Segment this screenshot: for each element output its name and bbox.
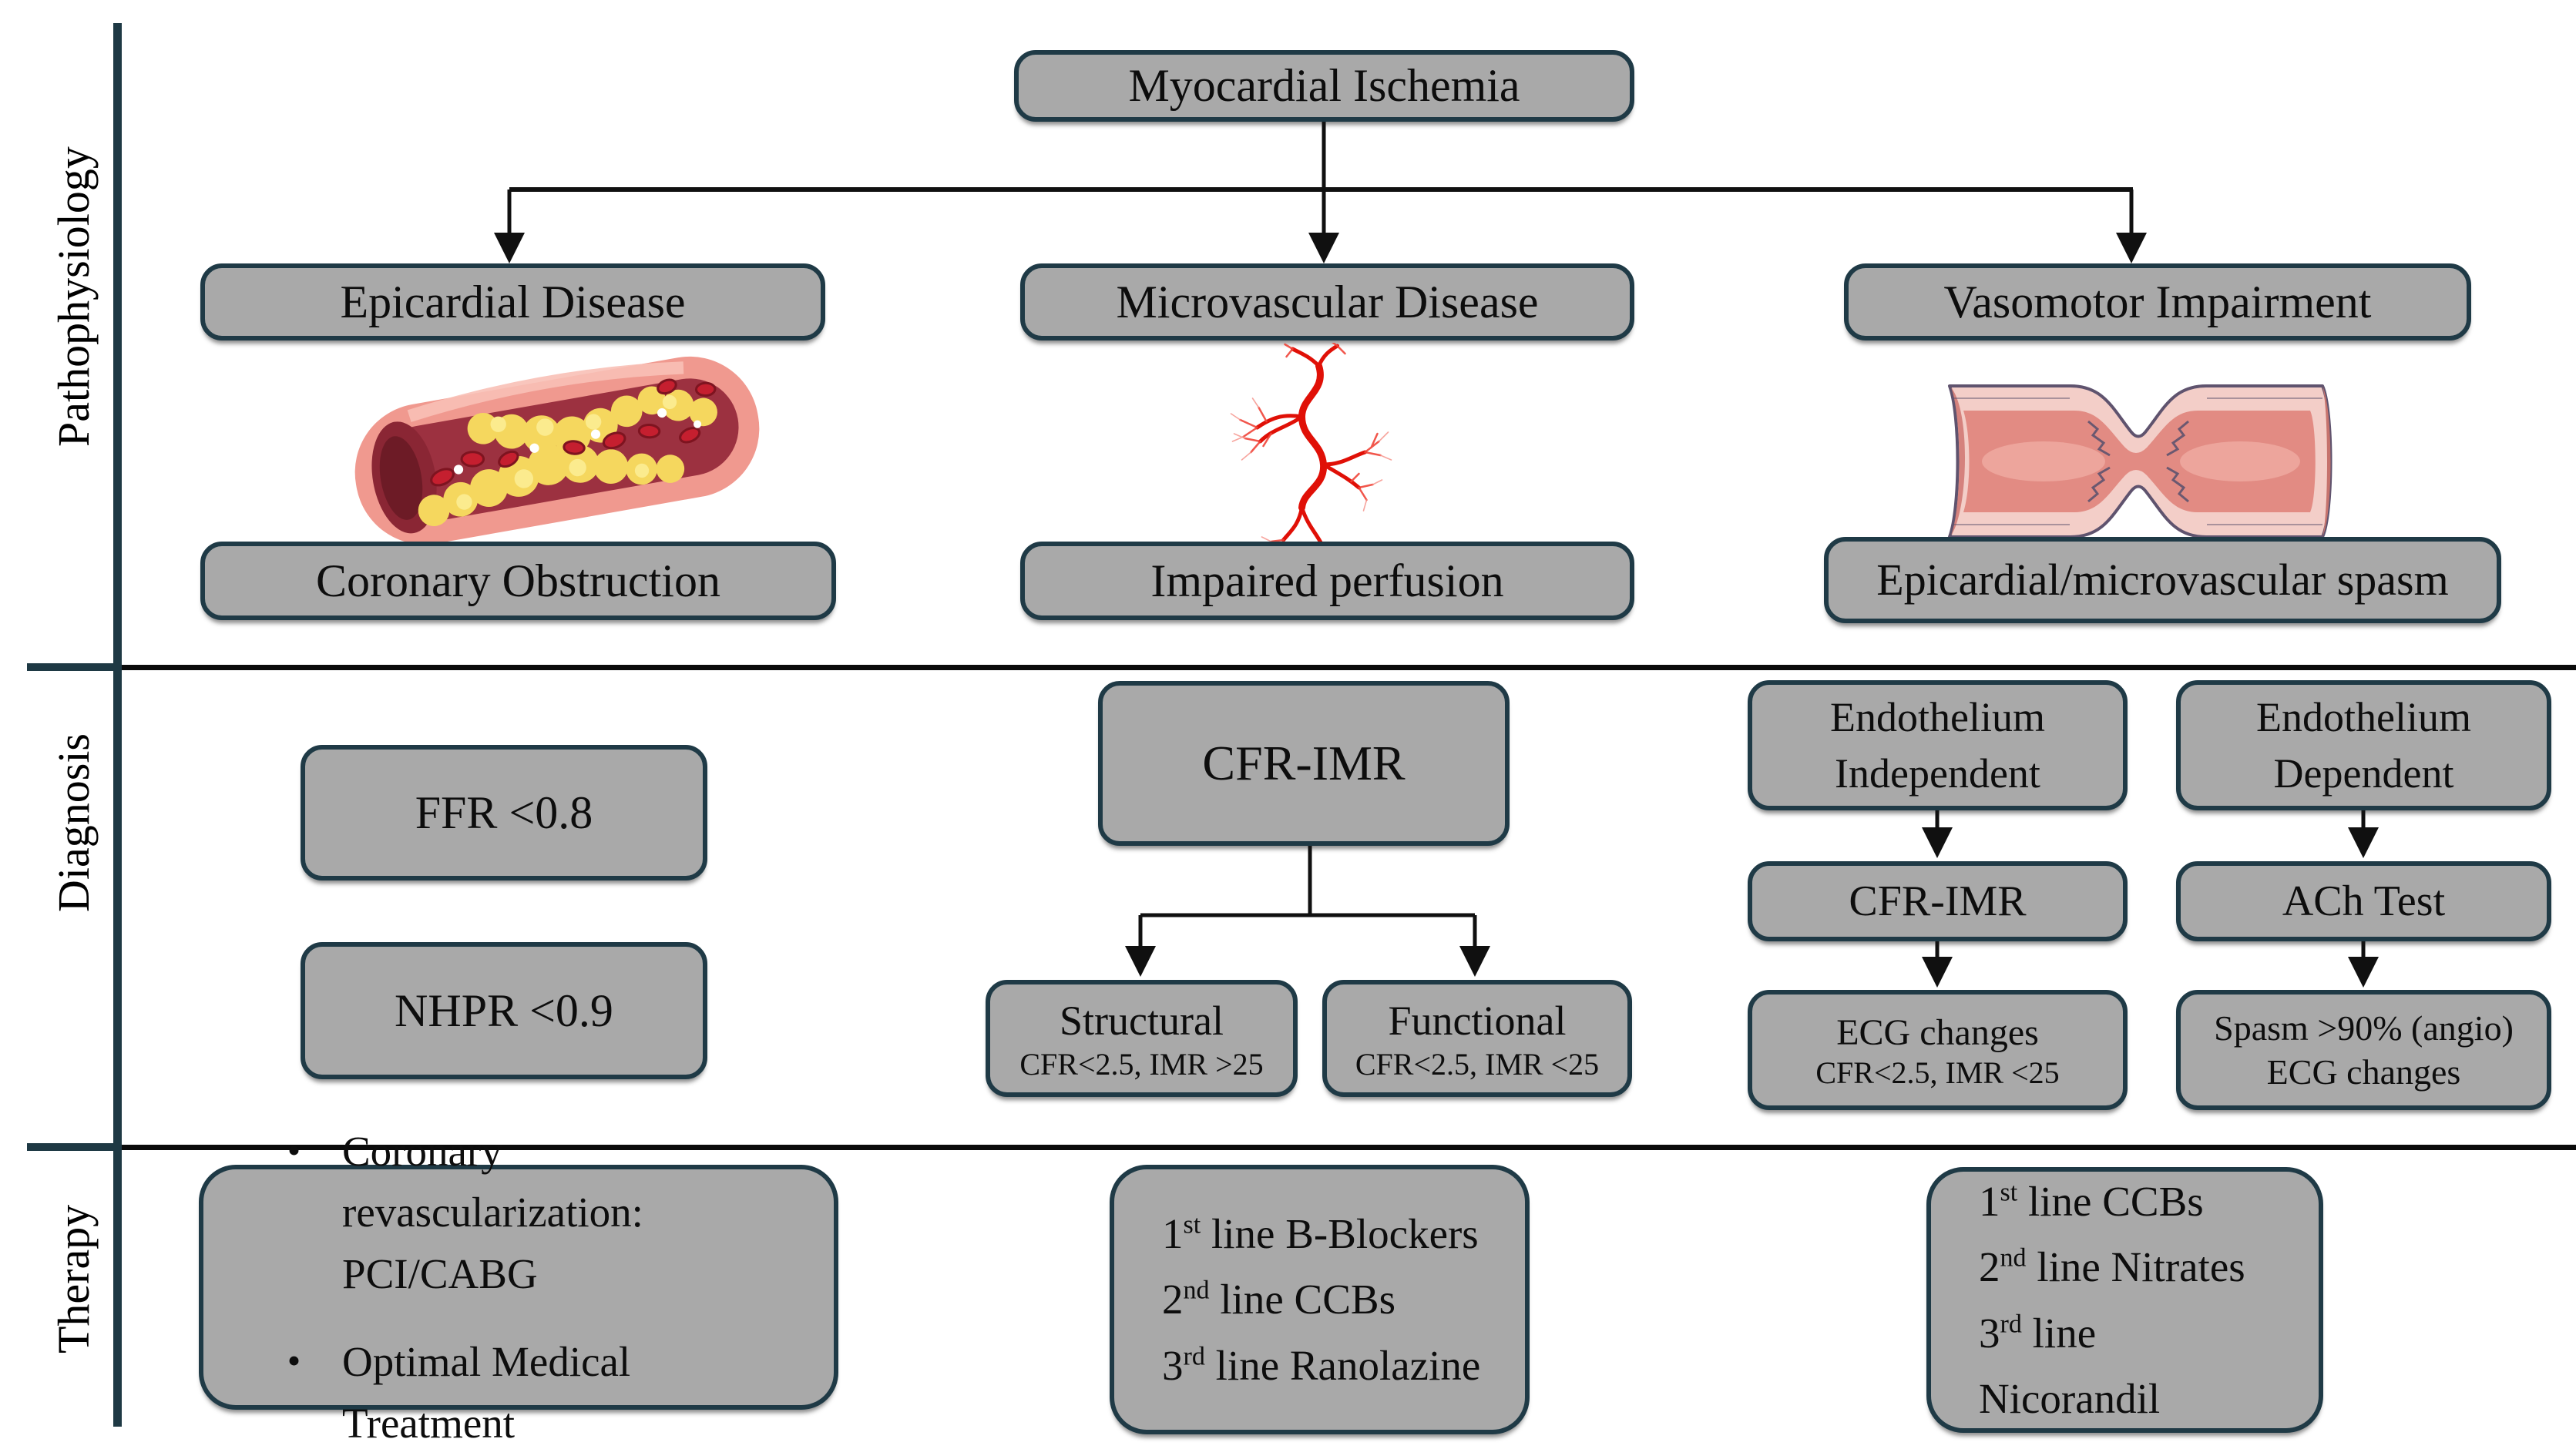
therapy-micro-line-1: 1st line B-Blockers xyxy=(1162,1210,1479,1258)
node-ach-test: ACh Test xyxy=(2176,861,2551,941)
node-vasomotor-impairment: Vasomotor Impairment xyxy=(1844,263,2471,340)
therapy-vaso-line-3: 3rd line Nicorandil xyxy=(1979,1309,2161,1422)
node-coronary-obstruction: Coronary Obstruction xyxy=(200,542,836,620)
left-vertical-rail xyxy=(113,23,122,1427)
node-functional: Functional CFR<2.5, IMR <25 xyxy=(1322,980,1632,1097)
therapy-bullet-2: • Optimal Medical Treatment xyxy=(246,1331,791,1449)
plaque-top-highlight xyxy=(490,394,677,436)
node-ecg-changes: ECG changes CFR<2.5, IMR <25 xyxy=(1748,990,2128,1110)
node-myocardial-ischemia: Myocardial Ischemia xyxy=(1014,50,1634,122)
functional-criteria: CFR<2.5, IMR <25 xyxy=(1355,1046,1600,1082)
node-therapy-epicardial: • Coronary revascularization: PCI/CABG •… xyxy=(199,1128,838,1447)
therapy-vaso-line-1: 1st line CCBs xyxy=(1979,1178,2204,1225)
node-spasm-ecg: Spasm >90% (angio) ECG changes xyxy=(2176,990,2551,1110)
node-impaired-perfusion: Impaired perfusion xyxy=(1020,542,1634,620)
structural-title: Structural xyxy=(1060,998,1224,1045)
node-epicardial-disease: Epicardial Disease xyxy=(200,263,825,340)
spasm-line2: ECG changes xyxy=(2266,1052,2461,1092)
therapy-bullet-1-text: Coronary revascularization: PCI/CABG xyxy=(342,1127,643,1298)
therapy-micro-line-2: 2nd line CCBs xyxy=(1162,1276,1396,1323)
divider-stub-1 xyxy=(27,663,113,671)
bullet-icon: • xyxy=(287,1128,301,1172)
spasm-line1: Spasm >90% (angio) xyxy=(2214,1008,2514,1048)
therapy-bullet-2-text: Optimal Medical Treatment xyxy=(342,1337,631,1447)
ecg-changes-line2: CFR<2.5, IMR <25 xyxy=(1815,1055,2060,1090)
node-ffr: FFR <0.8 xyxy=(301,745,707,880)
node-therapy-microvascular: 1st line B-Blockers 2nd line CCBs 3rd li… xyxy=(1110,1165,1530,1434)
divider-stub-2 xyxy=(27,1143,113,1151)
bullet-icon: • xyxy=(287,1338,301,1382)
node-cfr-imr-main: CFR-IMR xyxy=(1098,681,1510,846)
node-epicardial-microvascular-spasm: Epicardial/microvascular spasm xyxy=(1824,537,2501,623)
therapy-bullet-1: • Coronary revascularization: PCI/CABG xyxy=(246,1121,791,1305)
functional-title: Functional xyxy=(1388,998,1567,1045)
therapy-vaso-line-2: 2nd line Nitrates xyxy=(1979,1243,2245,1291)
structural-criteria: CFR<2.5, IMR >25 xyxy=(1019,1046,1264,1082)
ecg-changes-line1: ECG changes xyxy=(1836,1012,2039,1053)
vasospasm-vessel-illustration xyxy=(1948,384,2333,538)
node-endothelium-independent: Endothelium Independent xyxy=(1748,680,2128,810)
node-structural: Structural CFR<2.5, IMR >25 xyxy=(986,980,1298,1097)
node-cfr-imr-vasomotor: CFR-IMR xyxy=(1748,861,2128,941)
divider-pathophysiology-diagnosis xyxy=(122,665,2576,670)
node-therapy-vasomotor: 1st line CCBs 2nd line Nitrates 3rd line… xyxy=(1926,1167,2323,1433)
lumen-sparkles xyxy=(453,408,702,475)
node-microvascular-disease: Microvascular Disease xyxy=(1020,263,1634,340)
plaque-bottom-highlight xyxy=(456,458,650,510)
atherosclerotic-artery-illustration xyxy=(354,356,760,545)
divider-diagnosis-therapy xyxy=(122,1145,2576,1150)
node-nhpr: NHPR <0.9 xyxy=(301,942,707,1079)
red-blood-cells xyxy=(430,378,717,487)
node-endothelium-dependent: Endothelium Dependent xyxy=(2176,680,2551,810)
therapy-micro-line-3: 3rd line Ranolazine xyxy=(1162,1341,1481,1389)
